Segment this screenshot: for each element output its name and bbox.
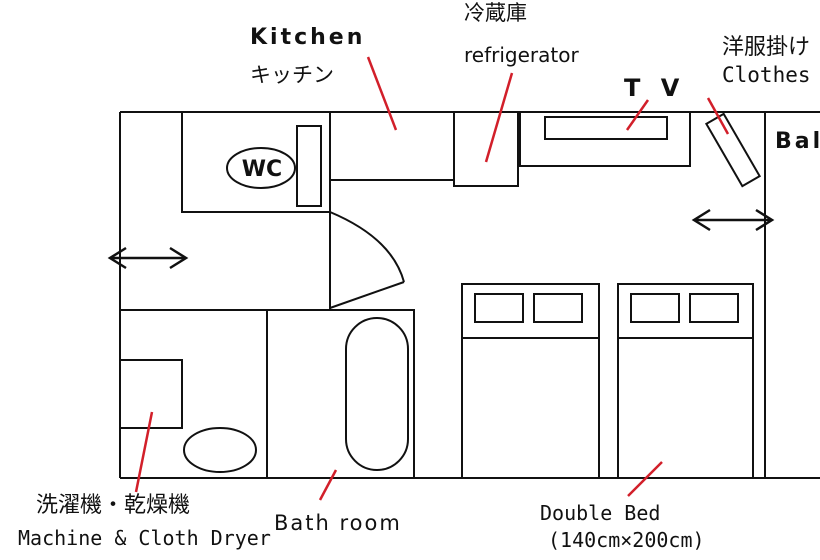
toilet-bowl [226,147,296,189]
callout-lines [134,56,730,501]
balcony-label: Bal [775,129,820,154]
bed-right [617,283,754,479]
bed-size-label: (140cm×200cm) [548,528,705,552]
door-swing [329,180,405,310]
refrigerator-box [453,111,519,187]
tv-unit [519,111,691,167]
washer-label-en: Machine & Cloth Dryer [18,526,271,550]
laundry-area [119,310,268,478]
bath-label: Bath room [274,511,402,535]
bathtub [345,317,409,471]
bed-label-en: Double Bed [540,501,660,525]
entrance-arrow-icon [107,246,189,270]
clothes-label-ja: 洋服掛け [722,35,810,60]
bathroom [266,309,415,479]
washer-label-ja: 洗濯機・乾燥機 [36,493,190,518]
pillow [533,293,583,323]
pillow [630,293,680,323]
clothes-label-en: Clothes [722,63,811,87]
bed-left [461,283,600,479]
fridge-label-en: refrigerator [464,43,579,67]
balcony-arrow-icon [691,208,775,232]
tv-label: T V [624,74,685,102]
wc-label: WC [242,157,282,182]
kitchen-label-en: Kitchen [250,25,365,50]
clothes-rack [704,112,762,188]
kitchen-label-ja: キッチン [250,63,334,87]
sink-basin [183,427,257,473]
washing-machine [119,359,183,429]
fridge-label-ja: 冷蔵庫 [464,1,527,25]
toilet-tank [296,125,322,207]
pillow [474,293,524,323]
pillow [689,293,739,323]
